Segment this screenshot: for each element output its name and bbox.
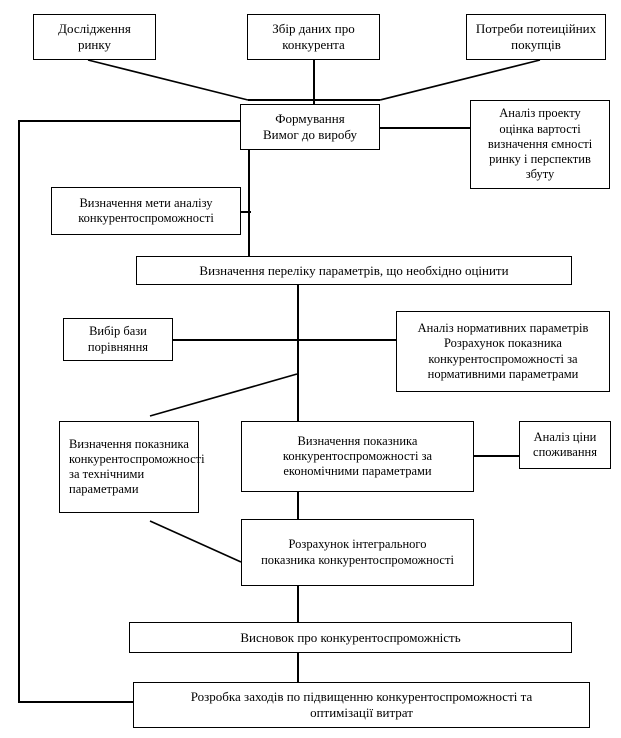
edge-left-rail: [18, 120, 20, 702]
edge-parameters-down: [297, 285, 299, 374]
edge-requirements-down: [248, 150, 250, 256]
node-parameters-list[interactable]: Визначення переліку параметрів, що необх…: [136, 256, 572, 285]
node-consumption-price[interactable]: Аналіз ціни споживання: [519, 421, 611, 469]
edge-requirements-to-project-analysis: [380, 127, 470, 129]
edge-comparison-to-normative: [173, 339, 396, 341]
edge-economic-to-integral: [297, 492, 299, 519]
edge-requirements-to-left-rail: [18, 120, 249, 122]
edge-analysis-goal-to-trunk: [241, 211, 251, 213]
node-technical-indicator[interactable]: Визначення показника конкурентоспроможно…: [59, 421, 205, 513]
node-normative-analysis[interactable]: Аналіз нормативних параметрів Розрахунок…: [396, 311, 610, 392]
edge-top-junction: [248, 99, 380, 101]
node-requirements-forming[interactable]: Формування Вимог до виробу: [240, 104, 380, 150]
node-buyer-needs[interactable]: Потреби потеиційних покупців: [466, 14, 606, 60]
edge-left-rail-to-measures: [18, 701, 133, 703]
node-measures-development[interactable]: Розробка заходів по підвищенню конкурент…: [133, 682, 590, 728]
edge-normative-bottom: [297, 392, 299, 421]
node-economic-indicator[interactable]: Визначення показника конкурентоспроможно…: [241, 421, 474, 492]
node-market-research[interactable]: Дослідження ринку: [33, 14, 156, 60]
edge-integral-to-conclusion: [297, 586, 299, 622]
node-project-analysis[interactable]: Аналіз проекту оцінка вартості визначенн…: [470, 100, 610, 189]
edge-economic-to-consumption: [474, 455, 519, 457]
node-integral-indicator[interactable]: Розрахунок інтегрального показника конку…: [241, 519, 474, 586]
edge-competitor-to-requirements: [313, 60, 315, 105]
edge-conclusion-to-measures: [297, 653, 299, 682]
node-conclusion[interactable]: Висновок про конкурентоспроможність: [129, 622, 572, 653]
node-analysis-goal[interactable]: Визначення мети аналізу конкурентоспромо…: [51, 187, 241, 235]
node-competitor-data[interactable]: Збір даних про конкурента: [247, 14, 380, 60]
node-comparison-base[interactable]: Вибір бази порівняння: [63, 318, 173, 361]
